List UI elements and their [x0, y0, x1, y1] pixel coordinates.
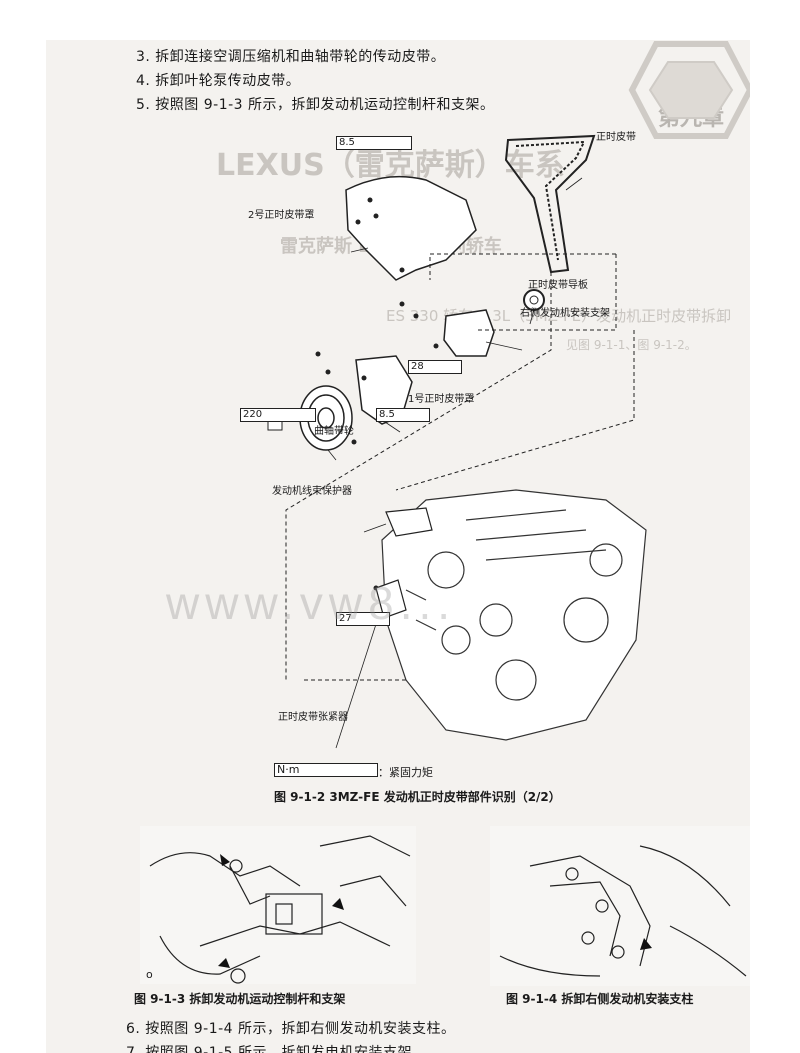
label-tensioner: 正时皮带张紧器	[278, 712, 348, 723]
step-7: 7. 按照图 9-1-5 所示，拆卸发电机安装支架。	[126, 1045, 427, 1053]
label-timing-belt: 正时皮带	[596, 132, 636, 143]
photo-fig-9-1-4	[490, 826, 750, 986]
watermark: www.vw8...	[166, 577, 457, 629]
crank-pulley-drawing	[299, 385, 353, 451]
engine-drawing	[381, 489, 647, 741]
torque-box: 220	[240, 408, 316, 422]
torque-box: 28	[408, 360, 462, 374]
label-belt-guide: 正时皮带导板	[528, 280, 588, 291]
legend-description: ：紧固力矩	[378, 766, 433, 779]
figure-caption-9-1-4: 图 9-1-4 拆卸右侧发动机安装支柱	[506, 992, 694, 1006]
figure-caption-9-1-3: 图 9-1-3 拆卸发动机运动控制杆和支架	[134, 992, 346, 1006]
timing-belt-diagram	[267, 134, 647, 749]
torque-box: 27	[336, 612, 390, 626]
torque-box: 8.5	[376, 408, 430, 422]
step-4: 4. 拆卸叶轮泵传动皮带。	[136, 73, 301, 89]
hexagon-decoration	[628, 41, 750, 139]
figure-caption-9-1-2: 图 9-1-2 3MZ-FE 发动机正时皮带部件识别（2/2）	[274, 790, 561, 804]
photo-left-mark: o	[146, 968, 153, 981]
legend-unit-box: N·m	[274, 763, 378, 777]
label-right-mount: 右侧发动机安装支架	[520, 308, 610, 319]
label-harness-guard: 发动机线束保护器	[272, 486, 352, 497]
label-cover2: 2号正时皮带罩	[248, 210, 315, 221]
right-mount-drawing	[443, 309, 495, 357]
cover2-drawing	[345, 175, 477, 281]
timing-belt-drawing	[504, 134, 596, 274]
document-page: 第九章 LEXUS（雷克萨斯）车系 雷克萨斯 LEXUS 系列轿车 ES 330…	[46, 40, 750, 1053]
step-3: 3. 拆卸连接空调压缩机和曲轴带轮的传动皮带。	[136, 49, 446, 65]
step-5: 5. 按照图 9-1-3 所示，拆卸发动机运动控制杆和支架。	[136, 97, 495, 113]
label-crank-pulley: 曲轴带轮	[314, 426, 354, 437]
ghost-see-fig: 见图 9-1-1、图 9-1-2。	[566, 338, 697, 352]
torque-box: 8.5	[336, 136, 412, 150]
photo-fig-9-1-3: o	[140, 826, 416, 984]
step-6: 6. 按照图 9-1-4 所示，拆卸右侧发动机安装支柱。	[126, 1021, 456, 1037]
label-cover1: 1号正时皮带罩	[408, 394, 475, 405]
